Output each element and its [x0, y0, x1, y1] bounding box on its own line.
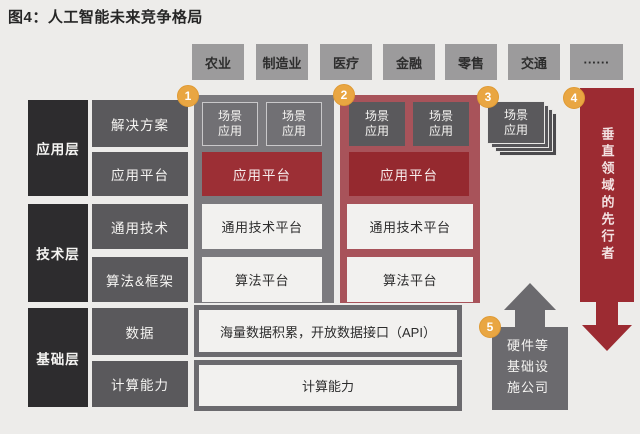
vertical-pioneer-arrow-body: 垂直领域的先行者: [580, 88, 634, 302]
layer-foundation: 基础层: [28, 308, 88, 407]
col1-general-tech-platform: 通用技术平台: [202, 204, 322, 249]
badge-2: 2: [333, 84, 355, 106]
industry-finance: 金融: [383, 44, 435, 80]
col1-app-platform: 应用平台: [202, 152, 322, 196]
badge-5: 5: [479, 316, 501, 338]
vertical-pioneer-label: 垂直领域的先行者: [599, 127, 615, 263]
col2-scenario-app-1-label: 场景应用: [365, 109, 390, 138]
badge-4: 4: [563, 87, 585, 109]
badge-1: 1: [177, 85, 199, 107]
col2-app-platform: 应用平台: [349, 152, 469, 196]
col2-scenario-app-2-label: 场景应用: [429, 109, 454, 138]
vertical-pioneer-arrowhead-icon: [582, 325, 632, 351]
col1-scenario-app-2: 场景应用: [266, 102, 322, 146]
col2-scenario-app-1: 场景应用: [349, 102, 405, 146]
capability-app-platform: 应用平台: [92, 152, 188, 196]
industry-retail: 零售: [445, 44, 497, 80]
industry-transportation: 交通: [508, 44, 560, 80]
hardware-infrastructure-label: 硬件等基础设施公司: [507, 338, 550, 395]
vertical-pioneer-arrow-shaft: [596, 302, 618, 326]
capability-general-tech: 通用技术: [92, 204, 188, 249]
col1-scenario-app-2-label: 场景应用: [282, 109, 307, 138]
layer-technology: 技术层: [28, 204, 88, 302]
capability-solution: 解决方案: [92, 100, 188, 147]
col1-algo-platform: 算法平台: [202, 257, 322, 302]
industry-agriculture: 农业: [192, 44, 244, 80]
figure-title: 图4：人工智能未来竞争格局: [8, 9, 203, 26]
col2-general-tech-platform: 通用技术平台: [347, 204, 473, 249]
capability-algo-framework: 算法&框架: [92, 257, 188, 302]
capability-data: 数据: [92, 308, 188, 355]
col2-algo-platform: 算法平台: [347, 257, 473, 302]
capability-computing: 计算能力: [92, 361, 188, 407]
data-accumulation-row: 海量数据积累，开放数据接口（API）: [194, 305, 462, 357]
stack-scenario-app-label: 场景应用: [504, 107, 529, 137]
layer-application: 应用层: [28, 100, 88, 196]
hardware-infrastructure-box: 硬件等基础设施公司: [492, 327, 568, 410]
industry-medical: 医疗: [320, 44, 372, 80]
stack-scenario-app: 场景应用: [487, 101, 545, 144]
industry-ellipsis: ······: [570, 44, 623, 80]
col2-scenario-app-2: 场景应用: [413, 102, 469, 146]
industry-manufacturing: 制造业: [256, 44, 308, 80]
badge-3: 3: [477, 86, 499, 108]
col1-scenario-app-1-label: 场景应用: [218, 109, 243, 138]
hardware-up-arrow-shaft: [515, 309, 545, 329]
col1-scenario-app-1: 场景应用: [202, 102, 258, 146]
hardware-up-arrowhead-icon: [504, 283, 556, 310]
computing-power-row: 计算能力: [194, 360, 462, 411]
